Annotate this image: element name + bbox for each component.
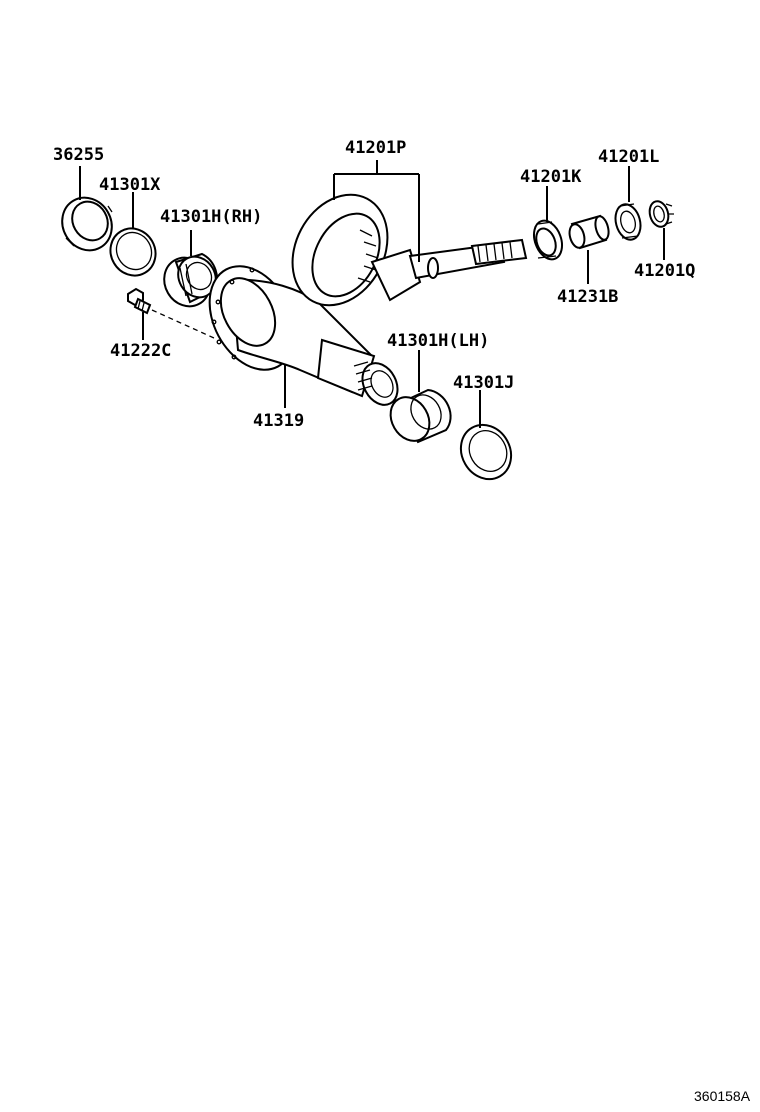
bearing-41301H-RH[interactable] <box>155 249 223 314</box>
label-41201L: 41201L <box>598 147 659 167</box>
label-41222C: 41222C <box>110 341 171 361</box>
bearing-41301H-LH[interactable] <box>383 388 452 448</box>
label-41301X: 41301X <box>99 175 161 195</box>
leader-lines <box>79 160 665 428</box>
label-41319: 41319 <box>253 411 304 431</box>
bearing-41201L[interactable] <box>612 202 644 243</box>
label-41301H-RH: 41301H(RH) <box>160 207 262 227</box>
nut-41201Q[interactable] <box>647 199 674 229</box>
washer-41301X[interactable] <box>102 220 164 284</box>
label-41301H-LH: 41301H(LH) <box>387 331 489 351</box>
figure-code: 360158A <box>694 1088 751 1104</box>
bearing-41201K[interactable] <box>529 217 567 263</box>
washer-41301J[interactable] <box>451 416 521 488</box>
label-41201P: 41201P <box>345 138 406 158</box>
label-41301J: 41301J <box>453 373 514 393</box>
label-36255: 36255 <box>53 145 104 165</box>
drive-pinion-41201P[interactable] <box>370 238 528 302</box>
bolt-41222C[interactable] <box>127 287 152 315</box>
spacer-41231B[interactable] <box>567 214 611 250</box>
label-41201Q: 41201Q <box>634 261 695 281</box>
ring-gear-41201P[interactable] <box>274 178 406 322</box>
label-41201K: 41201K <box>520 167 582 187</box>
bolt-alignment-dashed-line <box>151 309 215 339</box>
carrier-41319[interactable] <box>193 252 405 411</box>
oil-seal-36255[interactable] <box>53 189 122 260</box>
label-41231B: 41231B <box>557 287 618 307</box>
